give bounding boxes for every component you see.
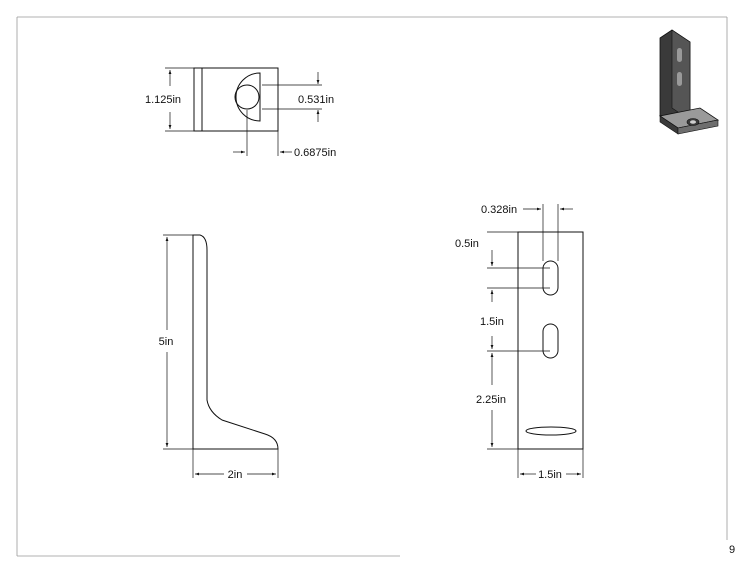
front-slot-width-dim: 0.328in xyxy=(481,204,517,216)
front-bottom-offset-dim: 2.25in xyxy=(476,394,506,406)
side-view: 5in 2in xyxy=(159,234,279,481)
front-base-slot xyxy=(525,426,577,436)
front-width-dim: 1.5in xyxy=(538,469,562,481)
side-width-dim: 2in xyxy=(228,469,243,481)
iso-bracket-icon xyxy=(658,29,720,135)
side-height-dim: 5in xyxy=(159,336,174,348)
sheet-corner-mark: 9 xyxy=(729,544,735,556)
front-slot-lower xyxy=(542,323,559,359)
front-slot-spacing-dim: 1.5in xyxy=(480,316,504,328)
front-top-offset-dim: 0.5in xyxy=(455,238,479,250)
top-view-outline xyxy=(193,67,279,132)
top-hole-dim: 0.531in xyxy=(298,94,334,106)
front-slot-upper xyxy=(542,260,559,296)
top-offset-dim: 0.6875in xyxy=(294,147,336,159)
top-height-dim: 1.125in xyxy=(145,94,181,106)
front-view: 0.328in 0.5in 1.5in 2.25in 1.5in xyxy=(455,204,584,481)
top-view-hole xyxy=(234,84,260,110)
top-view-counterbore xyxy=(235,72,261,122)
side-view-profile xyxy=(192,234,279,450)
top-view: 1.125in 0.531in 0.6875in xyxy=(145,67,336,159)
sheet-border xyxy=(16,16,728,557)
front-view-outline xyxy=(517,231,584,450)
